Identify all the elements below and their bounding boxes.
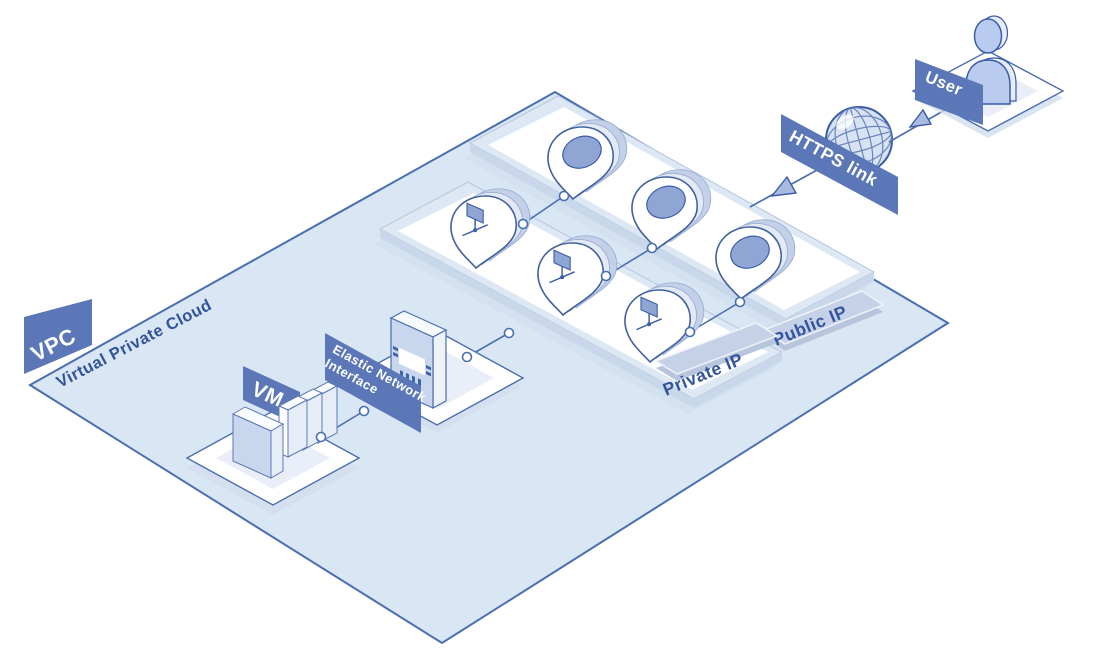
arrowhead-icon: [770, 175, 798, 197]
user-node: User: [888, 15, 1065, 143]
arrowhead-icon: [908, 108, 933, 128]
https-link: HTTPS link: [749, 106, 898, 215]
vm-stack-icon: [231, 381, 339, 479]
connector-endpoint-dots: [315, 190, 746, 443]
eni-node: Elastic Network Interface: [323, 310, 525, 433]
